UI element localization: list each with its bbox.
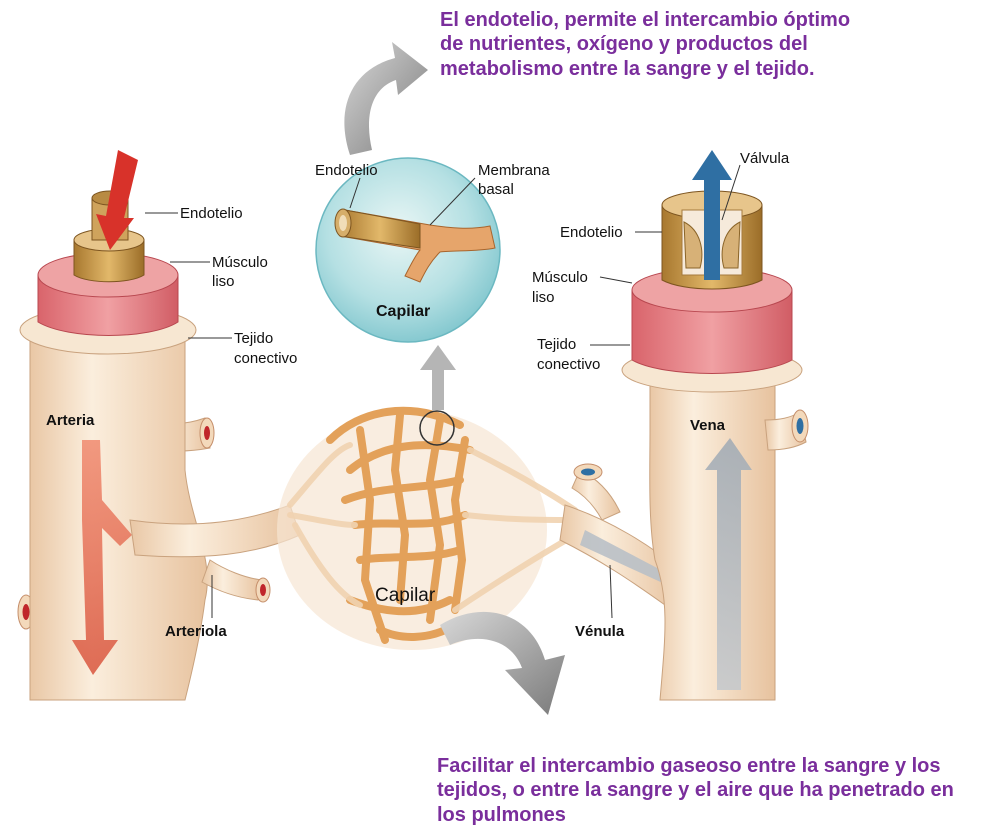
vein-musculo-leader <box>600 277 632 283</box>
inset-membrana-label-1: Membrana <box>478 162 550 179</box>
capillary-bed: Capilar <box>277 410 575 650</box>
valvula-label: Válvula <box>740 150 790 167</box>
vein-title: Vena <box>690 417 726 434</box>
artery-tejido-label-2: conectivo <box>234 350 297 367</box>
vein-musculo-label-1: Músculo <box>532 269 588 286</box>
vein-endotelio-label: Endotelio <box>560 224 623 241</box>
inset-tube-lumen <box>339 215 347 231</box>
artery-tejido-label-1: Tejido <box>234 330 273 347</box>
capillary-inset: Endotelio Membrana basal Capilar <box>315 42 550 410</box>
artery-lumen-lower <box>23 604 30 620</box>
capillary-bed-label: Capilar <box>375 585 436 606</box>
artery-musculo-label-2: liso <box>212 273 235 290</box>
venule-lumen <box>581 469 595 476</box>
top-caption: El endotelio, permite el intercambio ópt… <box>440 8 870 81</box>
inset-pointer-arrow <box>420 345 456 410</box>
vein-lumen <box>797 418 804 434</box>
arteriole-lumen <box>260 584 266 596</box>
venula-label: Vénula <box>575 623 625 640</box>
inset-endotelio-label: Endotelio <box>315 162 378 179</box>
arteriole-branch <box>202 560 262 600</box>
inset-title: Capilar <box>376 303 430 320</box>
artery-lumen-upper <box>204 426 210 440</box>
artery-musculo-label-1: Músculo <box>212 254 268 271</box>
vein-tejido-label-2: conectivo <box>537 356 600 373</box>
venula-leader <box>610 565 612 618</box>
inset-membrana-label-2: basal <box>478 181 514 198</box>
top-caption-arrow <box>344 42 428 155</box>
bottom-caption: Facilitar el intercambio gaseoso entre l… <box>437 754 982 827</box>
arteriola-label: Arteriola <box>165 623 227 640</box>
vein-musculo-label-2: liso <box>532 289 555 306</box>
artery-title: Arteria <box>46 412 95 429</box>
artery-endotelio-label: Endotelio <box>180 205 243 222</box>
vein-tejido-label-1: Tejido <box>537 336 576 353</box>
bottom-caption-arrow <box>440 612 565 715</box>
